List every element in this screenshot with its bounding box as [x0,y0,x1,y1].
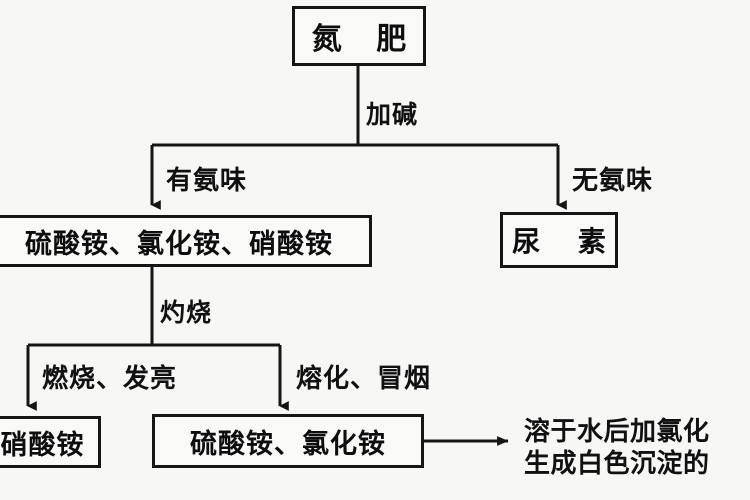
node-label: 硝酸铵 [0,429,85,461]
annotation-line-1: 溶于水后加氯化 [524,417,710,447]
node-label: 尿 素 [512,225,620,258]
node-label: 氮 肥 [311,22,419,57]
annotation-line-2: 生成白色沉淀的 [524,448,710,479]
node-label: 硫酸铵、氯化铵 [190,428,386,460]
node-ammonium-sulfate-chloride: 硫酸铵、氯化铵 [152,414,424,468]
edge-label-burn-and-glow: 燃烧、发亮 [42,364,178,394]
annotation-precipitate-note: 溶于水后加氯化 生成白色沉淀的 [524,417,710,480]
node-urea: 尿 素 [500,212,618,268]
node-ammonium-nitrate: 硝酸铵 [0,416,101,468]
node-ammonium-salts: 硫酸铵、氯化铵、硝酸铵 [0,215,372,267]
edge-label-add-alkali: 加碱 [366,100,419,129]
edge-label-ignite: 灼烧 [160,298,213,327]
node-label: 硫酸铵、氯化铵、硝酸铵 [25,228,333,260]
edge-label-no-ammonia-smell: 无氨味 [572,166,654,196]
edge-label-melt-and-smoke: 熔化、冒烟 [296,364,432,394]
edge-label-has-ammonia-smell: 有氨味 [166,166,248,196]
node-nitrogen-fertilizer: 氮 肥 [292,6,426,66]
